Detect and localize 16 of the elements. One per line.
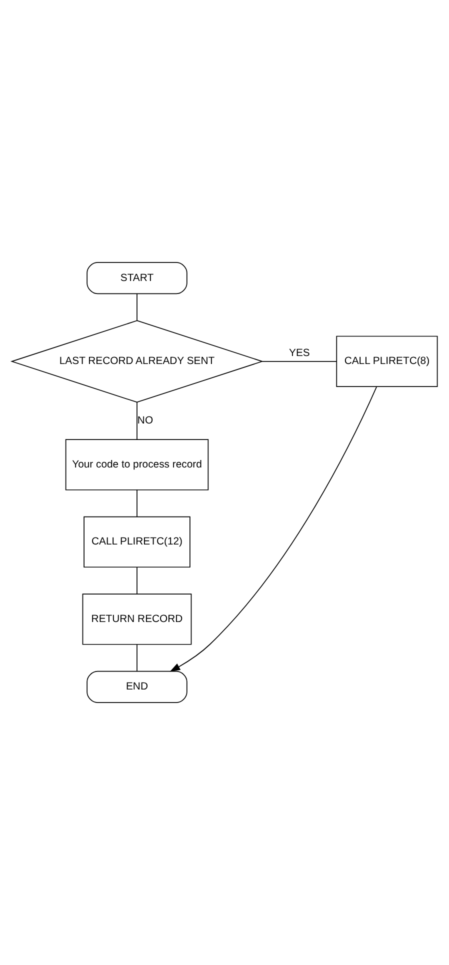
connector xyxy=(136,566,138,594)
connector xyxy=(136,489,138,517)
connector xyxy=(136,644,138,672)
arrow xyxy=(170,386,377,672)
edge-label: NO xyxy=(137,416,154,427)
node-box: Your code to process record xyxy=(65,439,209,490)
node-diamond: LAST RECORD ALREADY SENT xyxy=(10,320,264,403)
connector xyxy=(136,294,138,321)
node-box: CALL PLIRETC(12) xyxy=(84,516,190,568)
node-box: END xyxy=(86,670,188,703)
node-box: START xyxy=(86,262,188,294)
node-box: RETURN RECORD xyxy=(82,594,192,645)
edge-label: YES xyxy=(289,348,310,359)
connector xyxy=(136,402,138,440)
connector xyxy=(262,360,337,362)
node-box: CALL PLIRETC(8) xyxy=(336,336,438,388)
